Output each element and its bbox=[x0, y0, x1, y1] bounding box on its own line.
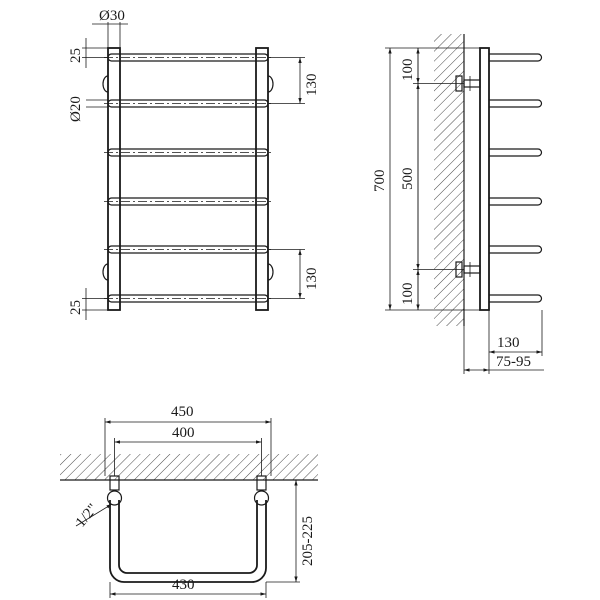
bar-diameter-label: Ø20 bbox=[68, 96, 84, 122]
upper-spacing-label: 130 bbox=[304, 74, 320, 97]
top-view: 450 400 430 1/2" 205-225 bbox=[60, 404, 318, 598]
bottom-margin-label: 100 bbox=[400, 283, 416, 306]
outer-width-label: 450 bbox=[171, 404, 194, 420]
bottom-width-label: 430 bbox=[172, 577, 195, 593]
side-vertical-tube bbox=[479, 47, 490, 311]
bottom-offset-label: 25 bbox=[68, 300, 84, 315]
rung bbox=[104, 245, 272, 254]
top-wall-hatch bbox=[60, 454, 318, 480]
front-view: Ø30 25 Ø20 25 130 130 bbox=[68, 8, 320, 320]
u-shaped-rung bbox=[109, 500, 267, 583]
wall-gap-label: 75-95 bbox=[496, 354, 531, 370]
rung bbox=[104, 197, 272, 206]
lower-spacing-label: 130 bbox=[304, 268, 320, 291]
side-rungs bbox=[489, 53, 543, 303]
top-offset-label: 25 bbox=[68, 48, 84, 63]
rung bbox=[104, 294, 272, 303]
rung bbox=[104, 148, 272, 157]
right-side-tube bbox=[255, 47, 269, 311]
height-label: 700 bbox=[372, 170, 388, 193]
projection-label: 205-225 bbox=[300, 516, 316, 566]
top-margin-label: 100 bbox=[400, 59, 416, 82]
thread-label: 1/2" bbox=[73, 501, 102, 531]
rung bbox=[104, 99, 272, 108]
tube-diameter-label: Ø30 bbox=[99, 8, 125, 24]
axis-width-label: 400 bbox=[172, 425, 195, 441]
rung bbox=[104, 53, 272, 62]
side-view: 700 100 500 100 130 75-95 bbox=[372, 34, 544, 374]
side-wall-hatch bbox=[434, 34, 464, 326]
depth-label: 130 bbox=[497, 335, 520, 351]
mounting-bosses bbox=[102, 75, 274, 281]
mount-distance-label: 500 bbox=[400, 168, 416, 191]
left-side-tube bbox=[107, 47, 121, 311]
rungs bbox=[104, 53, 272, 303]
